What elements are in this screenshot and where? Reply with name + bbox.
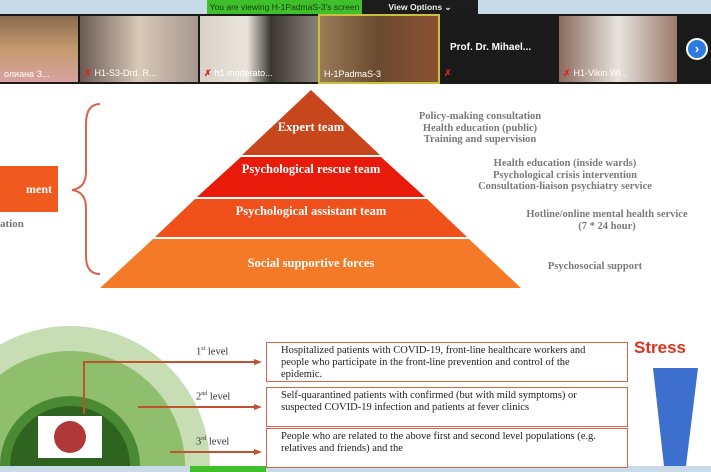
participant-tile[interactable]: олиана З...: [0, 16, 78, 82]
left-subtext: ation: [0, 218, 24, 230]
level-1-box: Hospitalized patients with COVID-19, fro…: [266, 342, 628, 382]
bottom-green-tab: [190, 466, 266, 472]
stress-heading: Stress: [634, 338, 686, 357]
pyramid-desc-3: Hotline/online mental health service (7 …: [526, 209, 688, 232]
pyramid-layer-2: [197, 157, 425, 197]
stress-funnel: [653, 368, 698, 466]
participant-strip: олиана З... ✗H1-S3-Drd. R... ✗h1 moderat…: [0, 14, 711, 84]
muted-mic-icon: ✗: [204, 68, 212, 78]
participant-name: H-1PadmaS-3: [324, 69, 382, 79]
pyramid-layer-4: [100, 239, 521, 288]
participant-tile[interactable]: Prof. Dr. Mihael... ✗: [440, 16, 557, 82]
level-3-label: 3rd level: [196, 436, 230, 448]
next-page-arrow-icon[interactable]: ›: [686, 38, 708, 60]
pyramid-layer-1: [242, 90, 380, 155]
level-2-label: 2nd level: [196, 391, 231, 403]
diagram-shapes: [0, 90, 698, 466]
viewing-banner: You are viewing H-1PadmaS-3's screen: [207, 0, 362, 14]
left-box: ment: [0, 166, 58, 212]
participant-tile[interactable]: ✗H1-Vikin Wi...: [559, 16, 677, 82]
participant-name: H1-S3-Drd. R...: [94, 68, 157, 78]
virus-icon: [54, 421, 86, 453]
participant-name: h1 moderato...: [214, 68, 273, 78]
participant-tile[interactable]: ✗H1-S3-Drd. R...: [80, 16, 198, 82]
muted-mic-icon: ✗: [84, 68, 92, 78]
pyramid-label-1: Expert team: [277, 120, 345, 134]
level-1-label: 1st level: [196, 346, 229, 358]
pyramid-label-2: Psychological rescue team: [241, 162, 381, 176]
pyramid-layer-3: [155, 199, 467, 237]
bottom-bar: [0, 466, 711, 472]
participant-name: H1-Vikin Wi...: [573, 68, 628, 78]
shared-slide: ment ation Expert team Psychological res…: [0, 84, 711, 468]
participant-name: олиана З...: [4, 69, 50, 79]
pyramid-desc-4: Psychosocial support: [547, 261, 643, 272]
muted-mic-icon: ✗: [563, 68, 571, 78]
level-arrows: [83, 361, 255, 453]
pyramid-desc-1: Policy-making consultation Health educat…: [418, 111, 542, 145]
level-3-box: People who are related to the above firs…: [266, 428, 628, 468]
pyramid-desc-2: Health education (inside wards) Psycholo…: [478, 158, 652, 192]
level-2-box: Self-quarantined patients with confirmed…: [266, 387, 628, 427]
brace: [71, 103, 101, 275]
participant-name: Prof. Dr. Mihael...: [450, 42, 532, 53]
view-options-button[interactable]: View Options ⌄: [362, 0, 478, 14]
participant-tile-active-speaker[interactable]: H-1PadmaS-3: [318, 14, 440, 84]
muted-mic-icon: ✗: [444, 68, 452, 78]
pyramid-label-3: Psychological assistant team: [235, 204, 387, 218]
participant-tile[interactable]: ✗h1 moderato...: [200, 16, 318, 82]
pyramid-label-4: Social supportive forces: [247, 256, 375, 270]
